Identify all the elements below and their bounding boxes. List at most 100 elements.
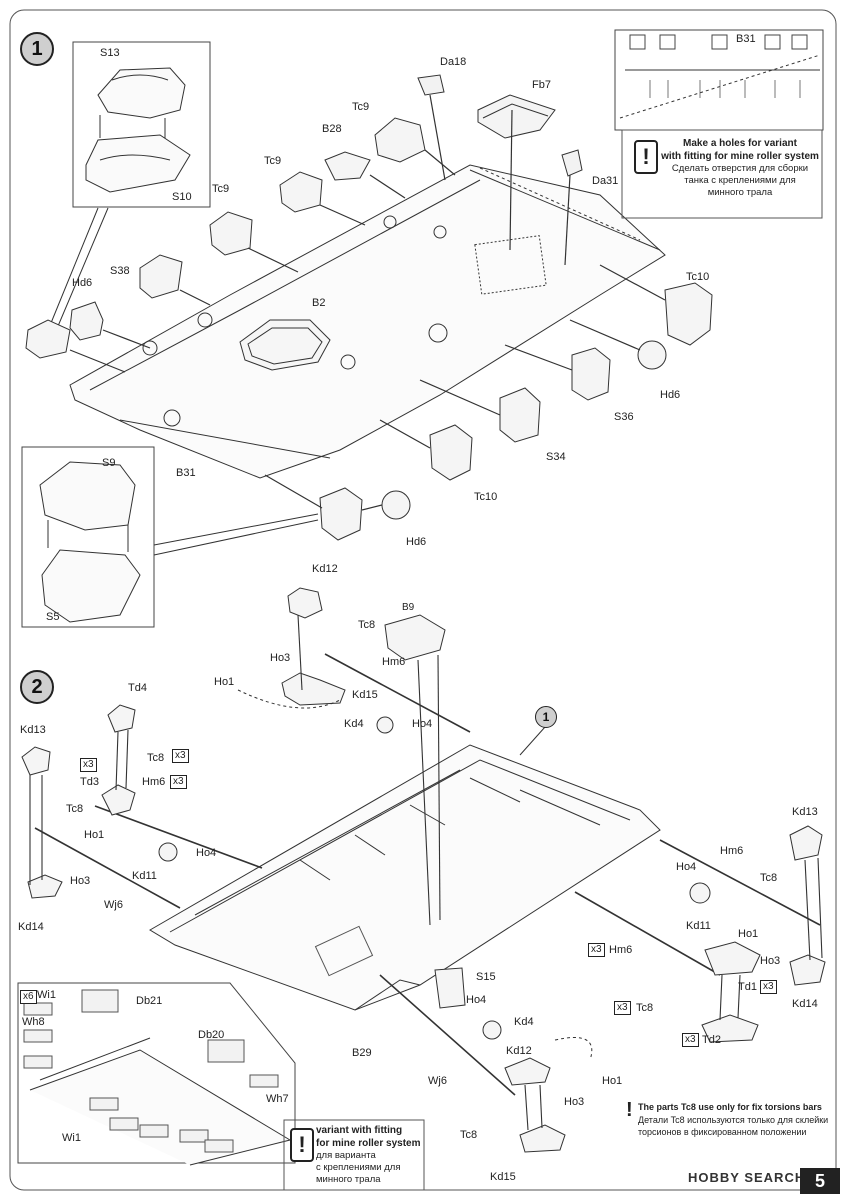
label-s38: S38 (110, 265, 130, 277)
note-variant-ru-3: минного трала (316, 1174, 381, 1185)
warning-icon: ! (290, 1128, 314, 1162)
label-s15: S15 (476, 971, 496, 983)
note-variant-ru-2: с креплениями для (316, 1162, 401, 1173)
label-b31-inset: B31 (736, 33, 756, 45)
page-number: 5 (800, 1168, 840, 1194)
label-kd4-b: Kd4 (514, 1016, 534, 1028)
label-ho3-c: Ho3 (760, 955, 781, 967)
label-kd12-a: Kd12 (312, 563, 338, 575)
label-kd11-b: Kd11 (686, 920, 711, 932)
label-hd6-a: Hd6 (72, 277, 93, 289)
step-1-marker: 1 (20, 32, 54, 66)
note-tc8-ru-2: торсионов в фиксированном положении (638, 1127, 807, 1137)
qty-badge-x3: x3 (170, 775, 187, 789)
note-variant-en-2: for mine roller system (316, 1138, 421, 1149)
qty-badge-x3: x3 (682, 1033, 699, 1047)
note-variant-en-1: variant with fitting (316, 1125, 403, 1136)
label-tc10-b: Tc10 (474, 491, 498, 503)
label-hd6-b: Hd6 (660, 389, 681, 401)
label-s10: S10 (172, 191, 192, 203)
label-td4: Td4 (128, 682, 147, 694)
label-da18: Da18 (440, 56, 467, 68)
label-hd6-c: Hd6 (406, 536, 427, 548)
label-ho1-a: Ho1 (214, 676, 235, 688)
label-wh7: Wh7 (266, 1093, 289, 1105)
qty-badge-x3: x3 (172, 749, 189, 763)
label-hm6-d: Hm6 (609, 944, 633, 956)
note-mine-roller-ru-2: танка с креплениями для (684, 175, 796, 186)
label-hm6-b: Hm6 (142, 776, 166, 788)
label-s5: S5 (46, 611, 60, 623)
label-b9: B9 (402, 602, 415, 613)
label-kd11-a: Kd11 (132, 870, 157, 882)
label-tc8-e: Tc8 (636, 1002, 654, 1014)
label-tc10-a: Tc10 (686, 271, 710, 283)
label-td3: Td3 (80, 776, 99, 788)
label-s36: S36 (614, 411, 634, 423)
label-s9: S9 (102, 457, 116, 469)
label-wh8: Wh8 (22, 1016, 45, 1028)
label-ho1-d: Ho1 (602, 1075, 623, 1087)
watermark-logo: HOBBY SEARCH (688, 1170, 806, 1185)
qty-badge-x3: x3 (614, 1001, 631, 1015)
label-s13: S13 (100, 47, 120, 59)
label-ho3-d: Ho3 (564, 1096, 585, 1108)
label-b28: B28 (322, 123, 342, 135)
label-wj6-b: Wj6 (428, 1075, 447, 1087)
label-kd15-b: Kd15 (490, 1171, 516, 1183)
qty-badge-x3: x3 (588, 943, 605, 957)
label-ho4-c: Ho4 (676, 861, 697, 873)
label-da31: Da31 (592, 175, 619, 187)
note-variant-ru-1: для варианта (316, 1150, 376, 1161)
label-kd14-a: Kd14 (18, 921, 44, 933)
label-b31: B31 (176, 467, 196, 479)
note-mine-roller: Make a holes for variant with fitting fo… (660, 137, 820, 199)
label-db20: Db20 (198, 1029, 225, 1041)
note-mine-roller-ru-3: минного трала (707, 187, 773, 198)
qty-badge-x3: x3 (760, 980, 777, 994)
label-tc9-b: Tc9 (264, 155, 282, 167)
label-s34: S34 (546, 451, 566, 463)
note-tc8: The parts Tc8 use only for fix torsions … (638, 1101, 838, 1138)
label-kd13-a: Kd13 (20, 724, 46, 736)
label-fb7: Fb7 (532, 79, 551, 91)
label-ho1-c: Ho1 (738, 928, 759, 940)
label-tc8-a: Tc8 (358, 619, 376, 631)
note-tc8-ru-1: Детали Tc8 используются только для склей… (638, 1115, 829, 1125)
label-ho4-d: Ho4 (466, 994, 487, 1006)
warning-icon: ! (634, 140, 658, 174)
label-kd15-a: Kd15 (352, 689, 378, 701)
step-2-marker: 2 (20, 670, 54, 704)
label-hm6-a: Hm6 (382, 656, 406, 668)
exclamation-icon: ! (626, 1099, 633, 1121)
label-tc9-c: Tc9 (212, 183, 230, 195)
label-ho1-b: Ho1 (84, 829, 105, 841)
label-tc8-b: Tc8 (147, 752, 165, 764)
note-tc8-en: The parts Tc8 use only for fix torsions … (638, 1102, 822, 1112)
label-db21: Db21 (136, 995, 163, 1007)
step-1-reference-marker: 1 (535, 706, 557, 728)
label-kd13-b: Kd13 (792, 806, 818, 818)
label-wi1-a: Wi1 (37, 989, 56, 1001)
label-kd4-a: Kd4 (344, 718, 364, 730)
label-wj6-a: Wj6 (104, 899, 123, 911)
note-mine-roller-ru-1: Сделать отверстия для сборки (671, 163, 809, 174)
qty-badge-x6: x6 (20, 990, 37, 1004)
label-tc8-d: Tc8 (760, 872, 778, 884)
note-mine-roller-en-2: with fitting for mine roller system (661, 151, 819, 162)
label-ho4-b: Ho4 (196, 847, 217, 859)
label-wi1-b: Wi1 (62, 1132, 81, 1144)
label-td1: Td1 (738, 981, 757, 993)
note-variant-mine-roller: variant with fitting for mine roller sys… (316, 1124, 422, 1186)
qty-badge-x3: x3 (80, 758, 97, 772)
label-b2: B2 (312, 297, 326, 309)
label-tc8-c: Tc8 (66, 803, 84, 815)
label-b29: B29 (352, 1047, 372, 1059)
label-tc8-f: Tc8 (460, 1129, 478, 1141)
label-kd14-b: Kd14 (792, 998, 818, 1010)
label-hm6-c: Hm6 (720, 845, 744, 857)
label-kd12-b: Kd12 (506, 1045, 532, 1057)
label-ho3-a: Ho3 (270, 652, 291, 664)
